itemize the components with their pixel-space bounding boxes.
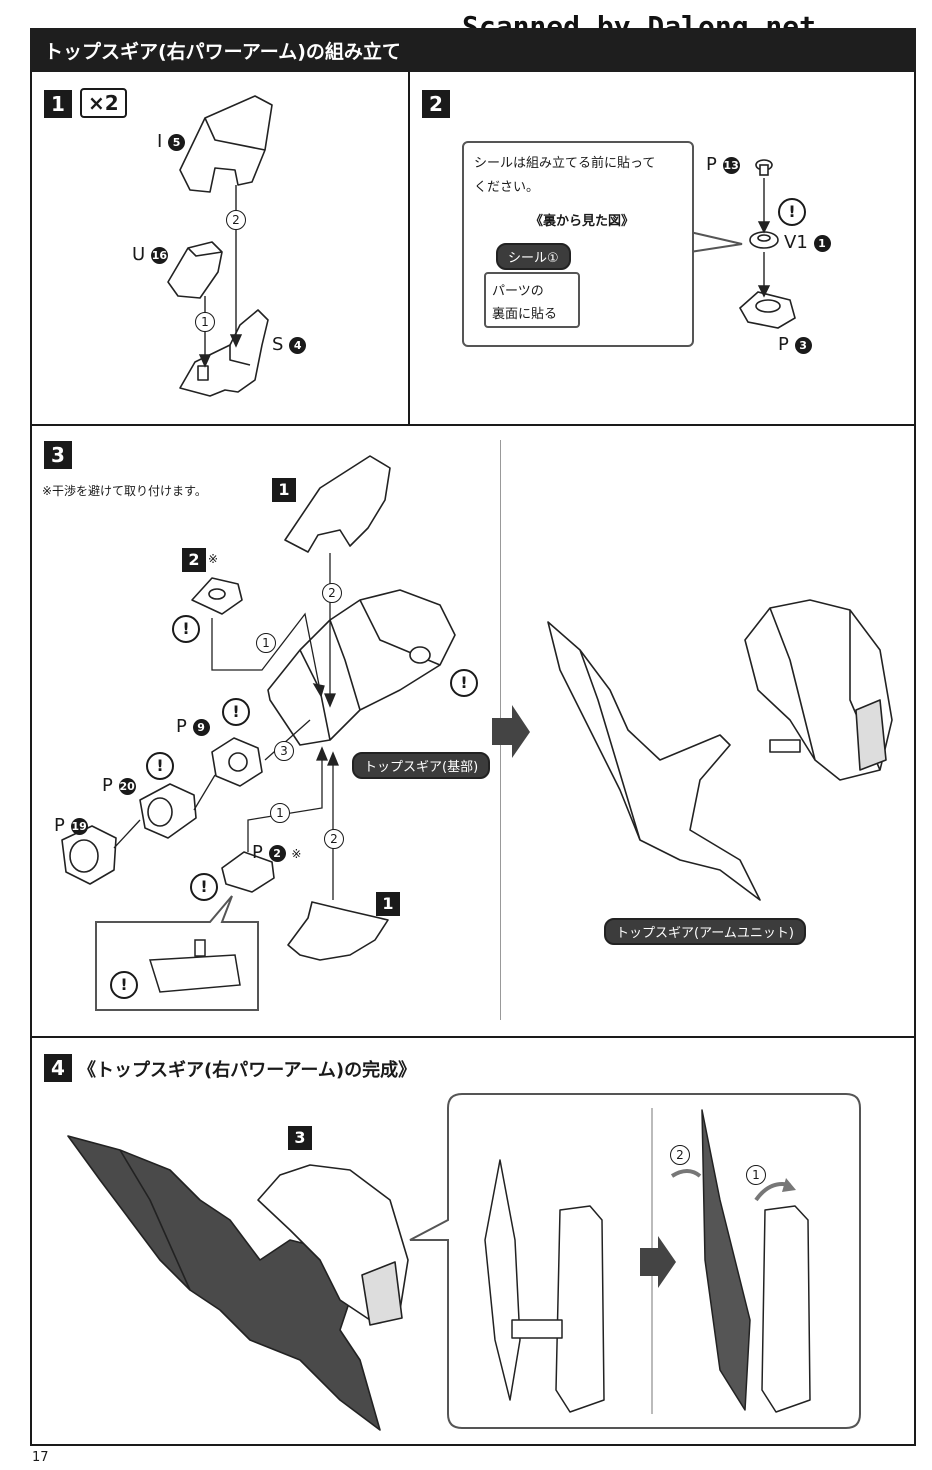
order-2-marker: 2 (322, 583, 342, 603)
divider-col1 (408, 72, 410, 424)
part-p20-label: P 20 (102, 775, 136, 796)
step4-number: 4 (44, 1054, 72, 1082)
part-u16-illustration (167, 241, 223, 299)
order-2-marker: 2 (324, 829, 344, 849)
divider-row2 (30, 1036, 916, 1038)
part-p2-label: P 2 ※ (252, 842, 302, 863)
seal-instruction-2: ください。 (474, 180, 540, 195)
rotate-order-1-marker: 1 (746, 1165, 766, 1185)
caution-icon: ! (778, 198, 806, 226)
caution-icon: ! (190, 873, 218, 901)
part-s4-illustration (179, 309, 269, 397)
part-step3-bottom (287, 901, 389, 961)
back-side-box (484, 272, 580, 328)
caution-icon: ! (222, 698, 250, 726)
step3-arrow-icon (492, 705, 530, 758)
step3-number: 3 (44, 441, 72, 469)
part-u16-label: U 16 (132, 244, 168, 265)
part-i5-label: I 5 (157, 131, 186, 152)
rotate-arrow-2-icon (670, 1169, 702, 1178)
arm-unit-blade (547, 621, 761, 901)
step4-arrow-icon (640, 1236, 676, 1288)
back-view-label: 《裏から見た図》 (530, 214, 635, 229)
page-title: トップスギア(右パワーアーム)の組み立て (44, 41, 401, 63)
seal-instruction-1: シールは組み立てる前に貼って (474, 156, 656, 171)
part-p13-label: P 13 (706, 154, 740, 175)
order-1-marker: 1 (256, 633, 276, 653)
order-1-marker: 1 (195, 312, 215, 332)
part-s4-label: S 4 (272, 334, 307, 355)
part-p19-label: P 19 (54, 815, 88, 836)
step1-ref-bottom: 1 (376, 892, 400, 916)
step4-title: 《トップスギア(右パワーアーム)の完成》 (78, 1060, 417, 1081)
back-side-label-1: パーツの (492, 284, 544, 299)
part-v1-label: V1 1 (784, 232, 831, 253)
part-p3-label: P 3 (778, 334, 812, 355)
step2-ref: 2 (182, 548, 206, 572)
caution-icon: ! (146, 752, 174, 780)
base-label: トップスギア(基部) (352, 752, 491, 779)
step1-ref-top: 1 (272, 478, 296, 502)
order-3-marker: 3 (274, 741, 294, 761)
step3-ref: 3 (288, 1126, 312, 1150)
rotate-order-2-marker: 2 (670, 1145, 690, 1165)
step1-number: 1 (44, 90, 72, 118)
caution-icon: ! (172, 615, 200, 643)
step1-quantity: ×2 (80, 88, 127, 118)
step2-ref-mark: ※ (208, 552, 219, 566)
section-header: トップスギア(右パワーアーム)の組み立て (30, 28, 916, 72)
arm-unit-shell (744, 599, 893, 781)
part-step3-body (267, 589, 456, 746)
caution-icon: ! (450, 669, 478, 697)
seal-1-badge: シール① (496, 243, 571, 270)
part-i5-illustration (179, 95, 273, 193)
divider-row1 (30, 424, 916, 426)
part-step3-cover (284, 455, 391, 553)
step2-number: 2 (422, 90, 450, 118)
order-1-marker: 1 (270, 803, 290, 823)
part-p2-illustration (221, 851, 275, 893)
part-p9-label: P 9 (176, 716, 210, 737)
back-side-label-2: 裏面に貼る (492, 307, 558, 322)
caution-icon: ! (110, 971, 138, 999)
page-number: 17 (32, 1450, 49, 1465)
order-2-marker: 2 (226, 210, 246, 230)
interference-note: ※干渉を避けて取り付けます。 (42, 484, 207, 498)
completed-shield (67, 1135, 381, 1431)
arm-unit-label: トップスギア(アームユニット) (604, 918, 806, 945)
